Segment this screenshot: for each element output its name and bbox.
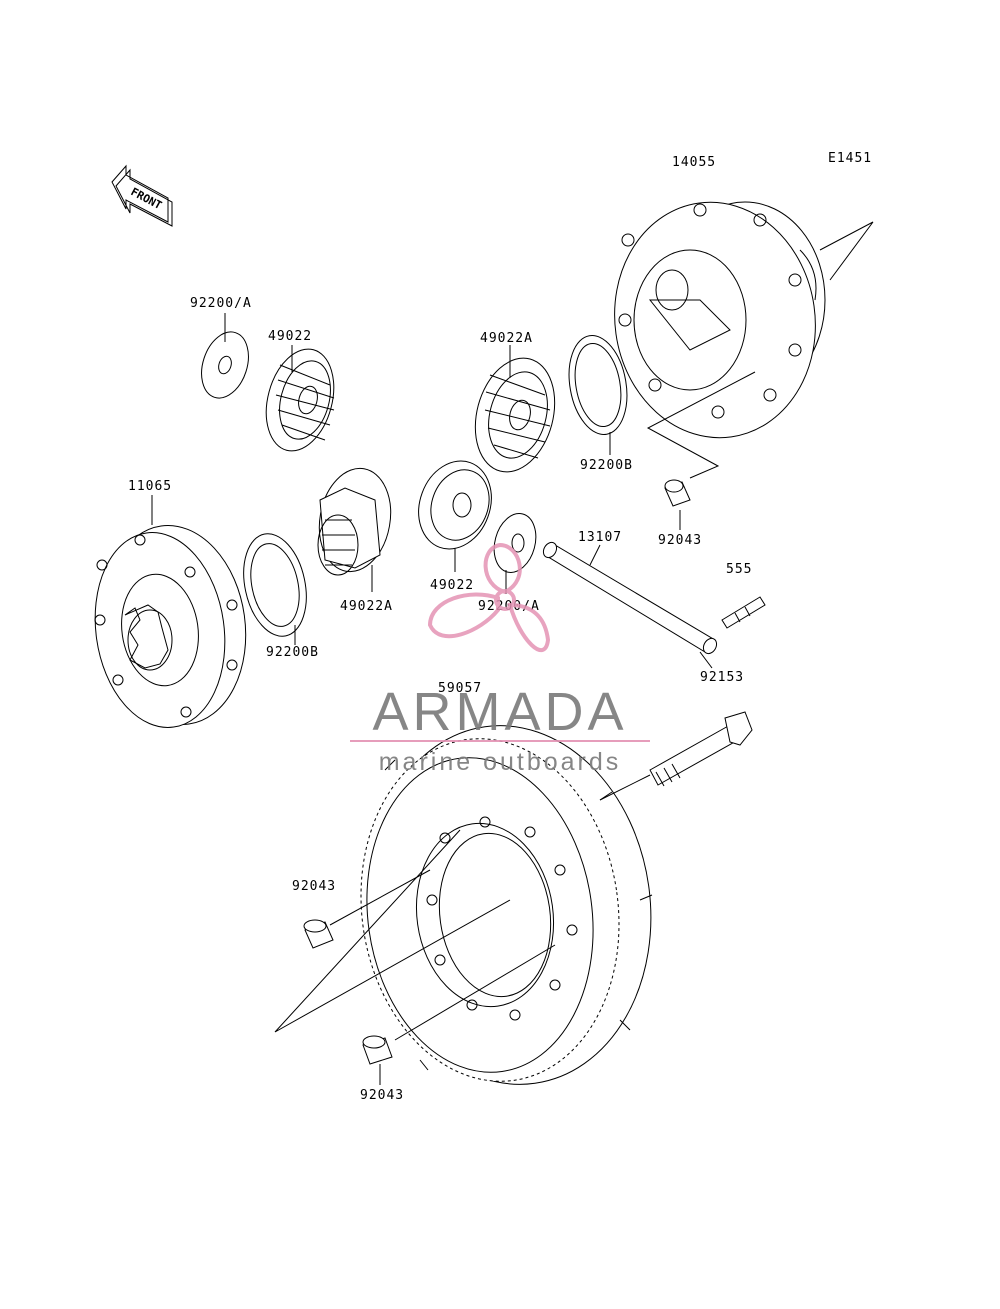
part-label-555: 555 bbox=[726, 562, 752, 577]
watermark-tagline: marine outboards bbox=[379, 748, 622, 776]
pin-92043-left bbox=[303, 919, 334, 949]
watermark-brand: ARMADA bbox=[372, 682, 627, 742]
pinion-gear-49022-top bbox=[265, 348, 335, 452]
part-label-92043-bottom: 92043 bbox=[360, 1088, 404, 1103]
front-arrow-icon: FRONT bbox=[111, 164, 173, 227]
pin-555 bbox=[721, 596, 766, 629]
part-label-92200b-left: 92200B bbox=[266, 645, 319, 660]
part-label-13107: 13107 bbox=[578, 530, 622, 545]
part-label-92043-left: 92043 bbox=[292, 879, 336, 894]
part-label-49022a-top: 49022A bbox=[480, 331, 533, 346]
washer-92200b-left bbox=[243, 533, 307, 637]
watermark: ARMADA marine outboards bbox=[350, 542, 650, 776]
part-label-49022a-mid: 49022A bbox=[340, 599, 393, 614]
pinion-gear-49022-mid bbox=[418, 460, 492, 550]
washer-92200a-mid bbox=[493, 513, 537, 573]
part-label-92043-right: 92043 bbox=[658, 533, 702, 548]
propeller-logo-icon bbox=[427, 542, 551, 653]
case-cover-11065 bbox=[94, 524, 247, 728]
ring-gear-bolt bbox=[649, 711, 753, 787]
pinion-shaft-13107 bbox=[542, 541, 718, 655]
part-label-92153: 92153 bbox=[700, 670, 744, 685]
pin-92043-right bbox=[664, 479, 691, 507]
part-label-59057: 59057 bbox=[438, 681, 482, 696]
part-label-49022-top: 49022 bbox=[268, 329, 312, 344]
washer-92200a-top bbox=[201, 331, 249, 399]
part-label-14055: 14055 bbox=[672, 155, 716, 170]
ref-code: E1451 bbox=[828, 151, 872, 166]
pinion-gear-49022a-top bbox=[474, 357, 556, 473]
part-label-92200a-top: 92200/A bbox=[190, 296, 252, 311]
ring-gear-59057 bbox=[360, 725, 653, 1085]
differential-case-14055 bbox=[614, 201, 874, 439]
side-gear-49022a-mid bbox=[317, 467, 392, 576]
part-label-11065: 11065 bbox=[128, 479, 172, 494]
pin-92043-bottom bbox=[362, 1035, 393, 1065]
part-label-92200b-right: 92200B bbox=[580, 458, 633, 473]
part-label-49022-mid: 49022 bbox=[430, 578, 474, 593]
